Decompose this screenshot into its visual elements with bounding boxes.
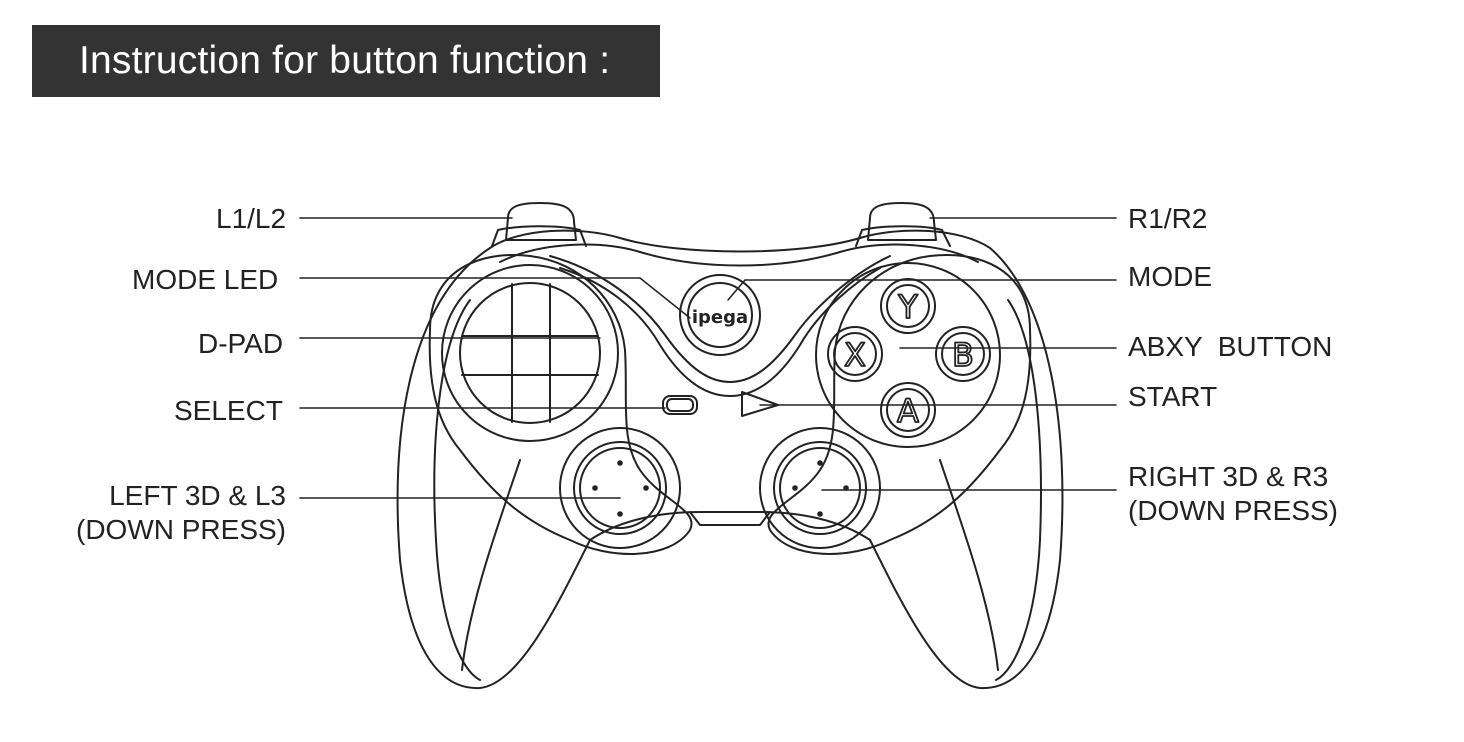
x-button[interactable]: X (827, 326, 883, 382)
b-button[interactable]: B (935, 326, 991, 382)
label-left-3d-line2: (DOWN PRESS) (76, 514, 286, 545)
label-left-3d: LEFT 3D & L3 (DOWN PRESS) (74, 479, 286, 547)
select-button[interactable] (662, 395, 698, 415)
left-analog-stick[interactable] (559, 427, 681, 549)
left-shoulder-buttons (491, 202, 587, 247)
right-shoulder-buttons (855, 202, 951, 247)
label-abxy: ABXY BUTTON (1128, 331, 1333, 362)
label-mode: MODE (1128, 261, 1212, 292)
svg-text:B: B (952, 336, 974, 374)
label-l1-l2: L1/L2 (216, 203, 287, 234)
label-right-3d-line2: (DOWN PRESS) (1128, 495, 1338, 526)
label-start: START (1128, 381, 1218, 412)
label-right-3d-line1: RIGHT 3D & R3 (1128, 461, 1329, 492)
label-dpad: D-PAD (198, 328, 284, 359)
svg-text:X: X (844, 336, 866, 374)
label-left-3d-line1: LEFT 3D & L3 (109, 480, 286, 511)
label-right-3d: RIGHT 3D & R3 (DOWN PRESS) (1128, 460, 1338, 528)
mode-button[interactable]: ipega (679, 274, 761, 356)
start-button[interactable] (741, 391, 779, 417)
header-title: Instruction for button function : (79, 39, 611, 82)
a-button[interactable]: A (880, 382, 936, 438)
right-analog-stick[interactable] (759, 427, 881, 549)
y-button[interactable]: Y (880, 278, 936, 334)
instruction-header: Instruction for button function : (32, 25, 660, 97)
label-mode-led: MODE LED (132, 264, 279, 295)
svg-text:Y: Y (897, 288, 918, 326)
controller-body-outline (396, 229, 1064, 690)
ipega-logo-text: ipega (692, 307, 748, 328)
label-r1-r2: R1/R2 (1128, 203, 1208, 234)
dpad[interactable] (441, 264, 619, 442)
center-swoop (549, 255, 891, 383)
label-select: SELECT (174, 395, 283, 426)
svg-text:A: A (897, 392, 919, 430)
leader-lines (299, 217, 1117, 499)
